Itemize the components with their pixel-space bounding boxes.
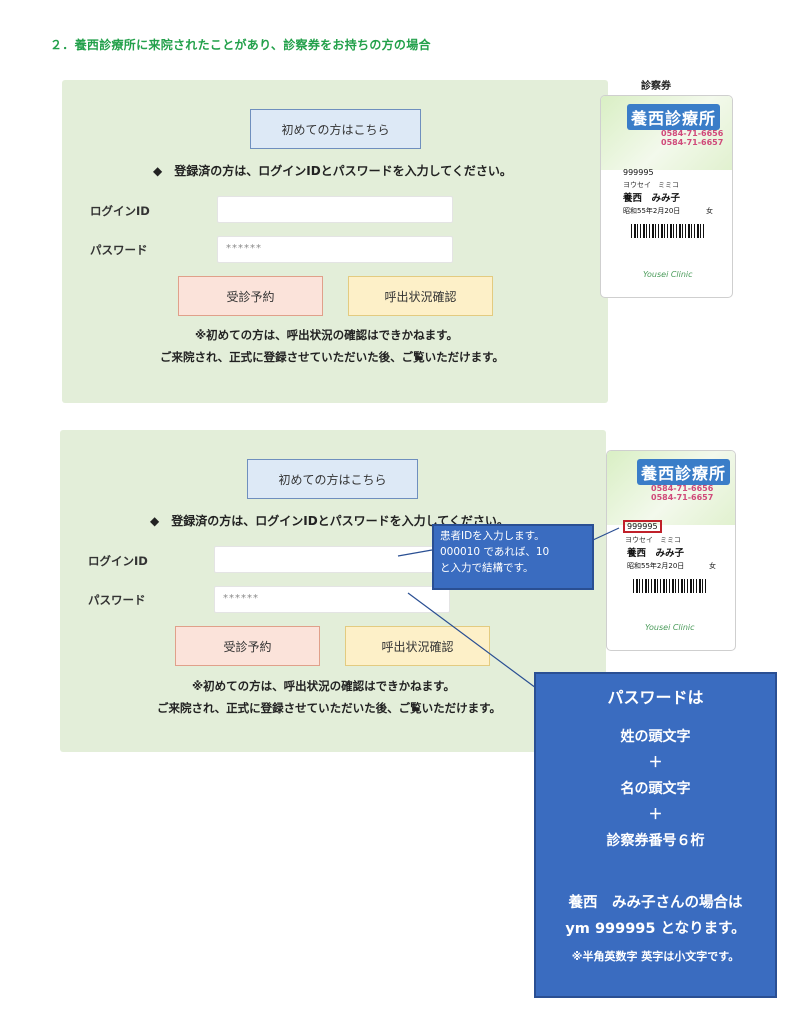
card-logo-2: Yousei Clinic bbox=[645, 623, 695, 632]
card-caption: 診察券 bbox=[641, 81, 671, 92]
note-line-2: ご来院され、正式に登録させていただいた後、ご覧いただけます。 bbox=[160, 350, 504, 364]
card-sex: 女 bbox=[706, 207, 713, 215]
login-notice-2: ◆ 登録済の方は、ログインIDとパスワードを入力してください。 bbox=[150, 514, 509, 528]
card-phone-2b: 0584-71-6657 bbox=[651, 493, 714, 502]
card-sex-2: 女 bbox=[709, 562, 716, 570]
callout-pw-footnote: ※半角英数字 英字は小文字です。 bbox=[571, 950, 740, 963]
note-line-1b: ※初めての方は、呼出状況の確認はできかねます。 bbox=[192, 679, 456, 693]
callout-pw-line-3: 診察券番号６桁 bbox=[606, 833, 705, 849]
login-id-input-2[interactable] bbox=[214, 546, 450, 573]
card-clinic-name: 養西診療所 bbox=[627, 104, 721, 130]
callout-patient-id: 患者IDを入力します。 000010 であれば、10 と入力で結構です。 bbox=[432, 524, 594, 590]
login-id-input[interactable] bbox=[217, 196, 453, 223]
call-status-button-2[interactable]: 呼出状況確認 bbox=[345, 626, 490, 666]
card-kana: ヨウセイ ミミコ bbox=[623, 181, 679, 189]
card-phone-2: 0584-71-6657 bbox=[661, 138, 724, 147]
card-dob-2: 昭和55年2月20日 bbox=[627, 562, 685, 570]
card-phone-1b: 0584-71-6656 bbox=[651, 484, 714, 493]
card-dob: 昭和55年2月20日 bbox=[623, 207, 681, 215]
card-patient-name-2: 養西 みみ子 bbox=[627, 548, 685, 559]
card-patient-id: 999995 bbox=[623, 168, 654, 177]
callout-password-rule: パスワードは 姓の頭文字 ＋ 名の頭文字 ＋ 診察券番号６桁 養西 みみ子さんの… bbox=[534, 672, 777, 998]
reserve-button[interactable]: 受診予約 bbox=[178, 276, 323, 316]
callout-pw-plus-2: ＋ bbox=[648, 807, 663, 823]
card-patient-name: 養西 みみ子 bbox=[623, 193, 681, 204]
password-label: パスワード bbox=[90, 243, 148, 257]
card-logo: Yousei Clinic bbox=[643, 270, 693, 279]
call-status-button[interactable]: 呼出状況確認 bbox=[348, 276, 493, 316]
first-time-button[interactable]: 初めての方はこちら bbox=[250, 109, 421, 149]
callout-id-line-3: と入力で結構です。 bbox=[440, 562, 534, 574]
card-phone-1: 0584-71-6656 bbox=[661, 129, 724, 138]
patient-card-1: 養西診療所 0584-71-6656 0584-71-6657 999995 ヨ… bbox=[600, 95, 733, 298]
password-input[interactable]: ****** bbox=[217, 236, 453, 263]
reserve-button-2[interactable]: 受診予約 bbox=[175, 626, 320, 666]
login-notice: ◆ 登録済の方は、ログインIDとパスワードを入力してください。 bbox=[153, 164, 512, 178]
note-line-1: ※初めての方は、呼出状況の確認はできかねます。 bbox=[195, 328, 459, 342]
section-heading: ２．養西診療所に来院されたことがあり、診察券をお持ちの方の場合 bbox=[50, 38, 431, 52]
callout-pw-example-1: 養西 みみ子さんの場合は bbox=[568, 895, 743, 911]
callout-pw-example-2: ym 999995 となります。 bbox=[565, 921, 746, 937]
callout-pw-plus-1: ＋ bbox=[648, 755, 663, 771]
first-time-button-2[interactable]: 初めての方はこちら bbox=[247, 459, 418, 499]
login-id-label: ログインID bbox=[90, 204, 150, 218]
card-clinic-name-2: 養西診療所 bbox=[637, 459, 731, 485]
callout-pw-line-1: 姓の頭文字 bbox=[620, 729, 691, 745]
callout-id-line-2: 000010 であれば、10 bbox=[440, 546, 550, 558]
patient-card-2: 養西診療所 0584-71-6656 0584-71-6657 999995 ヨ… bbox=[606, 450, 736, 651]
card-patient-id-highlight: 999995 bbox=[623, 520, 662, 533]
callout-pw-title: パスワードは bbox=[607, 688, 704, 707]
card-barcode bbox=[631, 224, 706, 238]
note-line-2b: ご来院され、正式に登録させていただいた後、ご覧いただけます。 bbox=[157, 701, 501, 715]
card-kana-2: ヨウセイ ミミコ bbox=[625, 536, 681, 544]
callout-pw-line-2: 名の頭文字 bbox=[620, 781, 691, 797]
login-id-label-2: ログインID bbox=[88, 554, 148, 568]
password-label-2: パスワード bbox=[88, 593, 146, 607]
password-input-2[interactable]: ****** bbox=[214, 586, 450, 613]
card-barcode-2 bbox=[633, 579, 708, 593]
callout-id-line-1: 患者IDを入力します。 bbox=[440, 530, 545, 542]
